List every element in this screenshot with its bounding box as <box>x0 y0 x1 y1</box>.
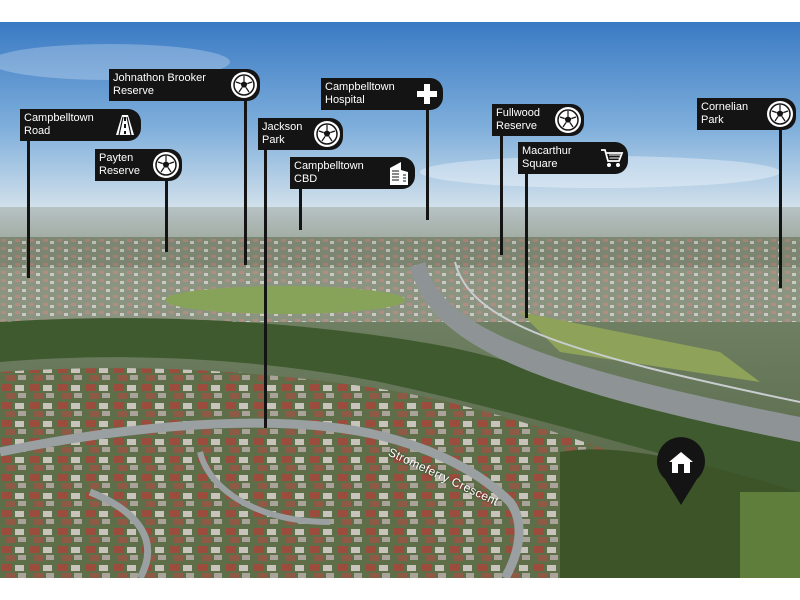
label-macarthur-square[interactable]: Macarthur Square <box>518 142 628 174</box>
pin-line-fullwood-reserve <box>500 135 503 255</box>
medical-cross-icon <box>414 81 440 107</box>
label-text: Campbelltown CBD <box>294 160 364 185</box>
label-text: Macarthur Square <box>522 145 572 170</box>
label-payten-reserve[interactable]: Payten Reserve <box>95 149 182 181</box>
house-icon <box>669 452 693 473</box>
pin-line-jackson-park <box>264 148 267 428</box>
label-johnathon-brooker-reserve[interactable]: Johnathon Brooker Reserve <box>109 69 260 101</box>
label-cornelian-park[interactable]: Cornelian Park <box>697 98 796 130</box>
label-campbelltown-hospital[interactable]: Campbelltown Hospital <box>321 78 443 110</box>
label-text: Payten Reserve <box>99 152 140 177</box>
label-jackson-park[interactable]: Jackson Park <box>258 118 343 150</box>
soccer-ball-icon <box>231 72 257 98</box>
shopping-cart-icon <box>599 145 625 171</box>
soccer-ball-icon <box>555 107 581 133</box>
label-campbelltown-cbd[interactable]: Campbelltown CBD <box>290 157 415 189</box>
pin-line-payten-reserve <box>165 180 168 252</box>
label-campbelltown-road[interactable]: Campbelltown Road <box>20 109 141 141</box>
road-icon <box>112 112 138 138</box>
soccer-ball-icon <box>314 121 340 147</box>
pin-line-campbelltown-road <box>27 138 30 278</box>
label-text: Campbelltown Hospital <box>325 81 395 106</box>
soccer-ball-icon <box>153 152 179 178</box>
pin-line-campbelltown-cbd <box>299 188 302 230</box>
pin-line-cornelian-park <box>779 128 782 288</box>
label-text: Jackson Park <box>262 121 303 146</box>
label-text: Campbelltown Road <box>24 112 94 137</box>
pin-line-macarthur-square <box>525 173 528 318</box>
pin-line-campbelltown-hospital <box>426 108 429 220</box>
aerial-photo <box>0 22 800 578</box>
home-marker[interactable] <box>655 435 707 507</box>
soccer-ball-icon <box>767 101 793 127</box>
pin-line-johnathon-brooker-reserve <box>244 99 247 265</box>
label-text: Johnathon Brooker Reserve <box>113 72 206 97</box>
label-text: Fullwood Reserve <box>496 107 541 132</box>
label-fullwood-reserve[interactable]: Fullwood Reserve <box>492 104 584 136</box>
building-icon <box>386 160 412 186</box>
label-text: Cornelian Park <box>701 101 749 126</box>
